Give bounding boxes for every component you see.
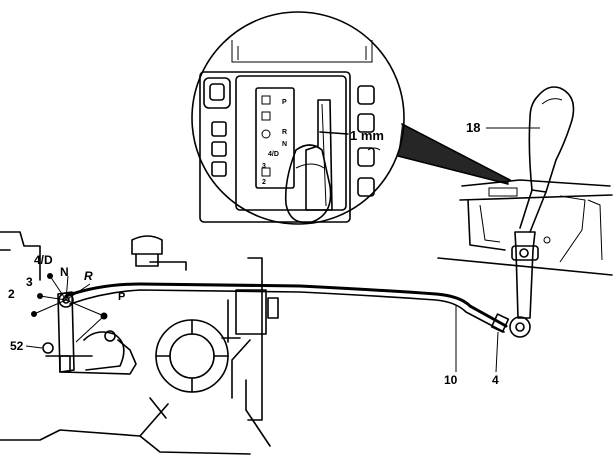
gate-mark-r: R — [282, 129, 287, 136]
gate-knob — [284, 144, 332, 224]
gate-mark-2: 2 — [262, 179, 266, 186]
label-10: 10 — [444, 373, 458, 387]
label-4: 4 — [492, 373, 499, 387]
label-p: P — [118, 291, 125, 303]
label-3: 3 — [26, 275, 33, 289]
gate-mark-4d: 4/D — [268, 151, 279, 158]
transmission-housing — [0, 231, 279, 455]
label-2: 2 — [8, 287, 15, 301]
linkage-rod — [64, 282, 510, 333]
gate-mark-n: N — [282, 141, 287, 148]
rod-adjuster — [490, 313, 510, 333]
shift-knob — [528, 86, 575, 193]
label-18: 18 — [466, 120, 480, 135]
label-r: R — [84, 269, 93, 283]
gate-detail-magnified: P R N 4/D 3 2 — [191, 11, 511, 225]
label-n: N — [60, 265, 69, 279]
gate-mark-3: 3 — [262, 163, 266, 170]
shift-lever-shaft — [519, 189, 547, 233]
label-52: 52 — [10, 339, 24, 353]
shift-lever-assembly — [437, 86, 613, 338]
label-1mm: 1 mm — [350, 128, 384, 143]
label-4d: 4/D — [34, 253, 53, 267]
callouts: 18 1 mm 4/D 3 2 N R P 52 10 4 — [8, 120, 540, 387]
lower-lever-arm — [514, 231, 536, 319]
selector-lever — [31, 273, 125, 373]
gate-mark-p: P — [282, 99, 287, 106]
